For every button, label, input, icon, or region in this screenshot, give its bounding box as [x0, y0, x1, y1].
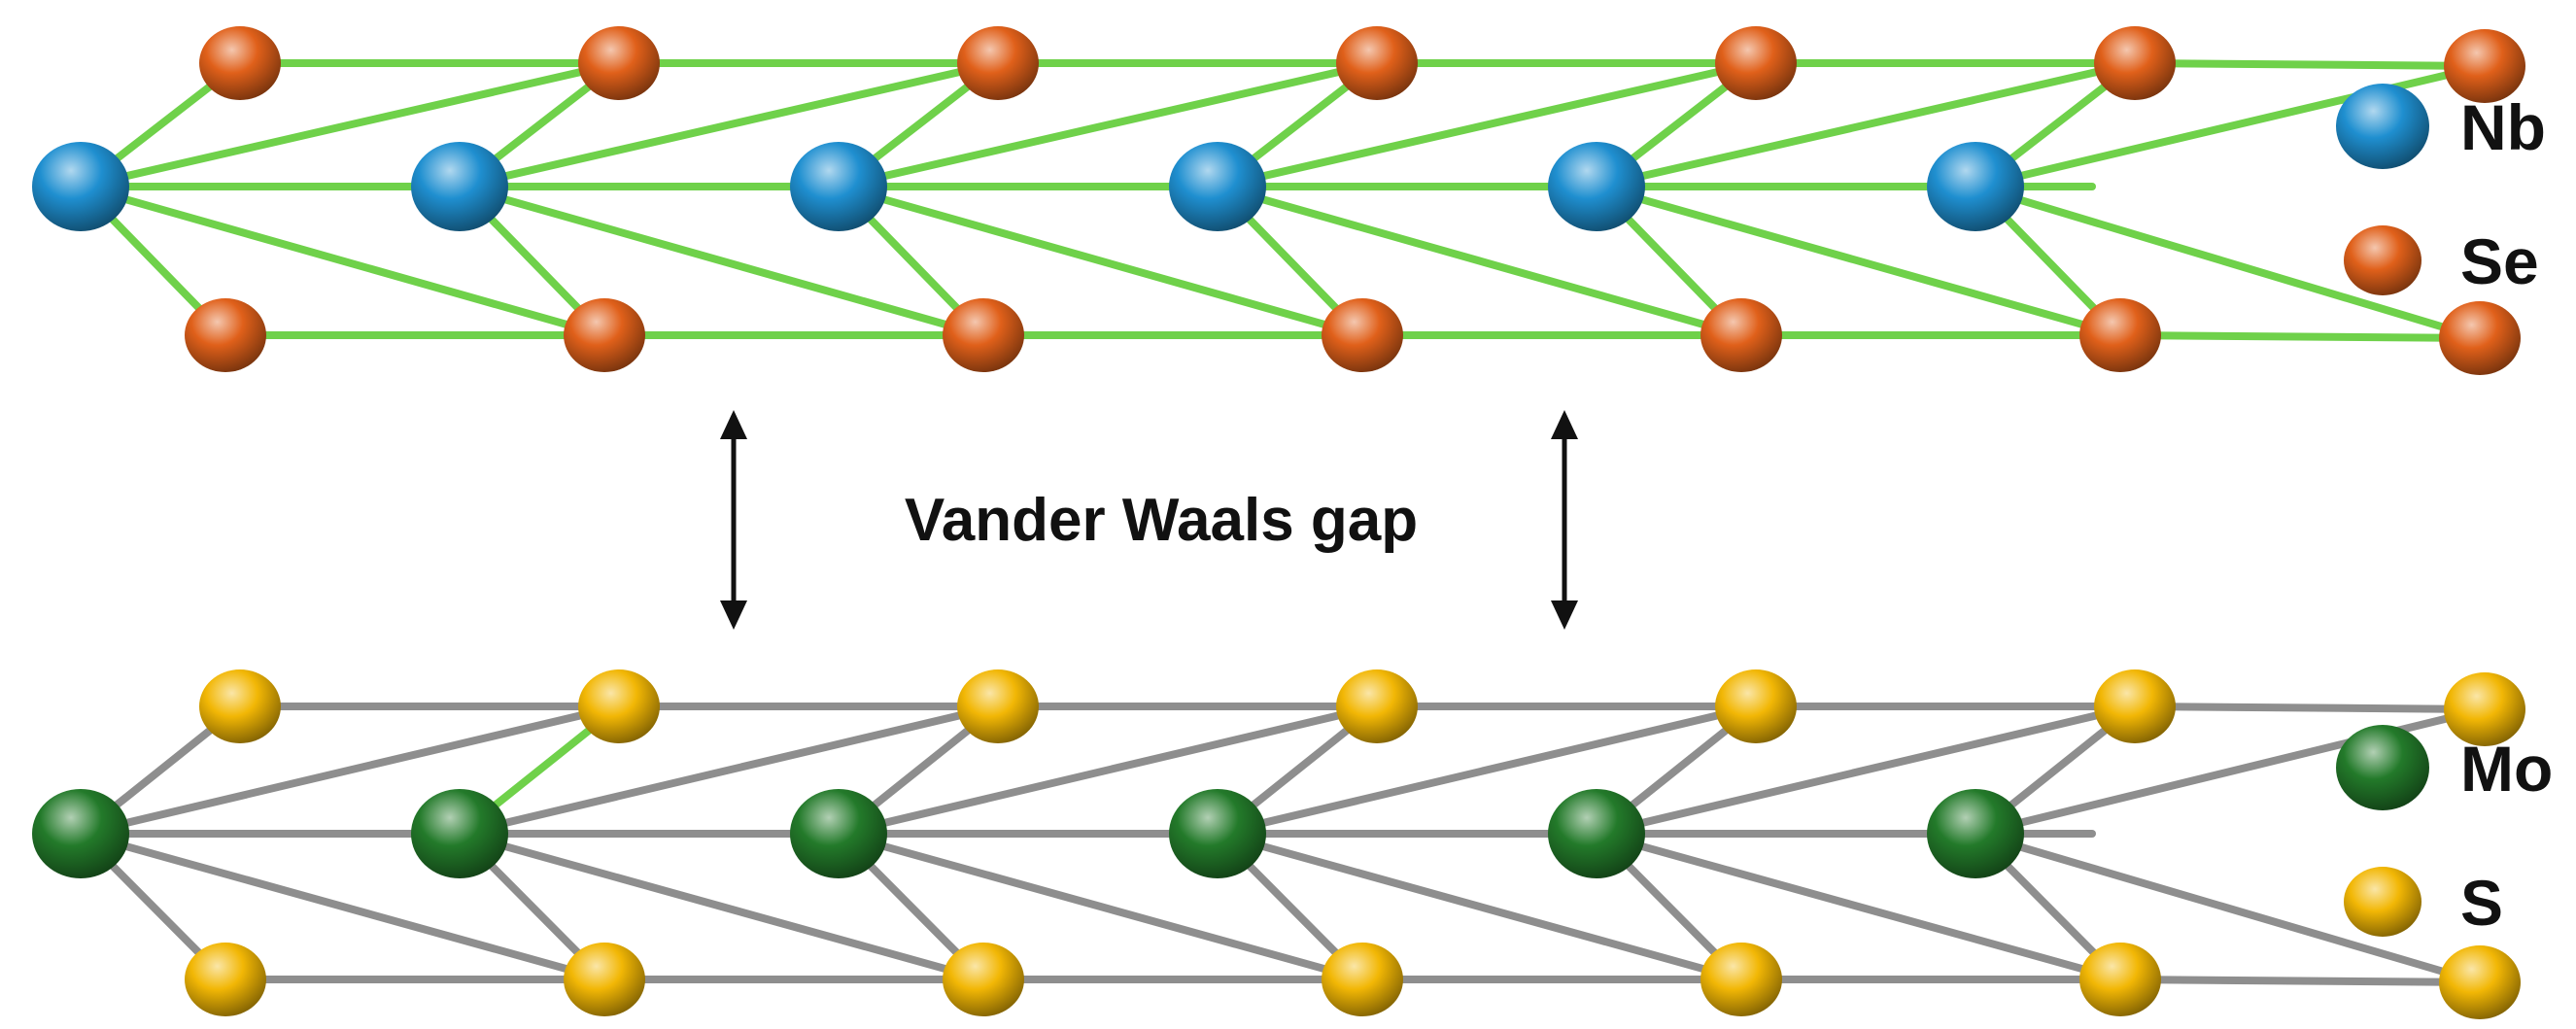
metal-chalcogen-bond-down-right — [77, 830, 608, 983]
metal-chalcogen-bond-up-right — [1972, 62, 2489, 190]
metal-chalcogen-bond-down-right — [1972, 183, 2484, 342]
metal-chalcogen-bond-up-right — [835, 59, 1381, 190]
s-atom — [185, 943, 266, 1016]
metal-chalcogen-bond-down-right — [1593, 830, 2124, 983]
legend-label: Nb — [2460, 91, 2546, 163]
se-atom — [2079, 298, 2161, 372]
se-atom — [199, 26, 281, 100]
metal-chalcogen-bond-down-right — [456, 183, 987, 339]
se-atom — [2444, 29, 2525, 103]
vdw-gap-label: Vander Waals gap — [905, 487, 1418, 554]
nb-atom — [1169, 142, 1266, 231]
se-atom — [185, 298, 266, 372]
legend-item-nb: Nb — [2336, 84, 2546, 169]
se-atom — [1336, 26, 1418, 100]
legend-item-s: S — [2344, 867, 2503, 939]
metal-chalcogen-bond-down-right — [835, 830, 1366, 983]
mo-atom — [411, 789, 508, 878]
nbse2-layer — [32, 26, 2525, 375]
legend-swatch-mo — [2336, 725, 2429, 810]
bottom-chalcogen-bond — [2116, 331, 2484, 342]
legend-swatch-nb — [2336, 84, 2429, 169]
metal-chalcogen-bond-up-right — [456, 59, 1002, 190]
metal-chalcogen-bond-down-right — [1214, 830, 1745, 983]
nb-atom — [790, 142, 887, 231]
gap-arrow-left-head-up — [720, 410, 747, 439]
se-atom — [578, 26, 660, 100]
s-atom — [943, 943, 1024, 1016]
mo-atom — [790, 789, 887, 878]
s-atom — [2444, 672, 2525, 746]
nb-atom — [411, 142, 508, 231]
nb-atom — [32, 142, 129, 231]
s-atom — [957, 669, 1039, 743]
se-atom — [2439, 301, 2521, 375]
nb-atom — [1548, 142, 1645, 231]
metal-chalcogen-bond-down-right — [835, 183, 1366, 339]
metal-chalcogen-bond-down-right — [456, 830, 987, 983]
s-atom — [2094, 669, 2176, 743]
s-atom — [1322, 943, 1403, 1016]
nb-atom — [1927, 142, 2024, 231]
se-atom — [1322, 298, 1403, 372]
s-atom — [1700, 943, 1782, 1016]
legend-swatch-se — [2344, 225, 2421, 295]
s-atom — [2439, 945, 2521, 1019]
metal-chalcogen-bond-down-right — [1593, 183, 2124, 339]
s-atom — [1336, 669, 1418, 743]
metal-chalcogen-bond-up-right — [1593, 703, 2139, 838]
s-atom — [578, 669, 660, 743]
metal-chalcogen-bond-up-right — [1593, 59, 2139, 190]
metal-chalcogen-bond-down-right — [1972, 830, 2484, 986]
se-atom — [957, 26, 1039, 100]
metal-chalcogen-bond-down-right — [77, 183, 608, 339]
metal-chalcogen-bond-up-right — [456, 703, 1002, 838]
metal-chalcogen-bond-up-right — [1214, 703, 1760, 838]
legend-item-mo: Mo — [2336, 725, 2553, 810]
s-atom — [199, 669, 281, 743]
mo-atom — [1169, 789, 1266, 878]
metal-chalcogen-bond-up-right — [77, 703, 623, 838]
s-atom — [564, 943, 645, 1016]
s-atom — [2079, 943, 2161, 1016]
metal-chalcogen-bond-up-right — [835, 703, 1381, 838]
legend-label: S — [2460, 867, 2503, 939]
mo-atom — [1927, 789, 2024, 878]
metal-chalcogen-bond-up-right — [1214, 59, 1760, 190]
legend-swatch-s — [2344, 867, 2421, 937]
se-atom — [943, 298, 1024, 372]
mos2-layer — [32, 669, 2525, 1019]
bottom-chalcogen-bond — [2116, 976, 2484, 986]
metal-chalcogen-bond-up-right — [77, 59, 623, 190]
top-chalcogen-bond — [2131, 703, 2489, 713]
se-atom — [1715, 26, 1797, 100]
top-chalcogen-bond — [2131, 59, 2489, 70]
se-atom — [1700, 298, 1782, 372]
gap-arrow-right-head-up — [1551, 410, 1578, 439]
legend-item-se: Se — [2344, 225, 2539, 297]
mo-atom — [32, 789, 129, 878]
s-atom — [1715, 669, 1797, 743]
legend-label: Mo — [2460, 733, 2553, 805]
mo-atom — [1548, 789, 1645, 878]
metal-chalcogen-bond-down-right — [1214, 183, 1745, 339]
gap-arrow-left-head-down — [720, 600, 747, 630]
se-atom — [2094, 26, 2176, 100]
gap-arrow-right-head-down — [1551, 600, 1578, 630]
legend-label: Se — [2460, 225, 2539, 297]
se-atom — [564, 298, 645, 372]
vdw-gap-arrows — [720, 410, 1578, 630]
